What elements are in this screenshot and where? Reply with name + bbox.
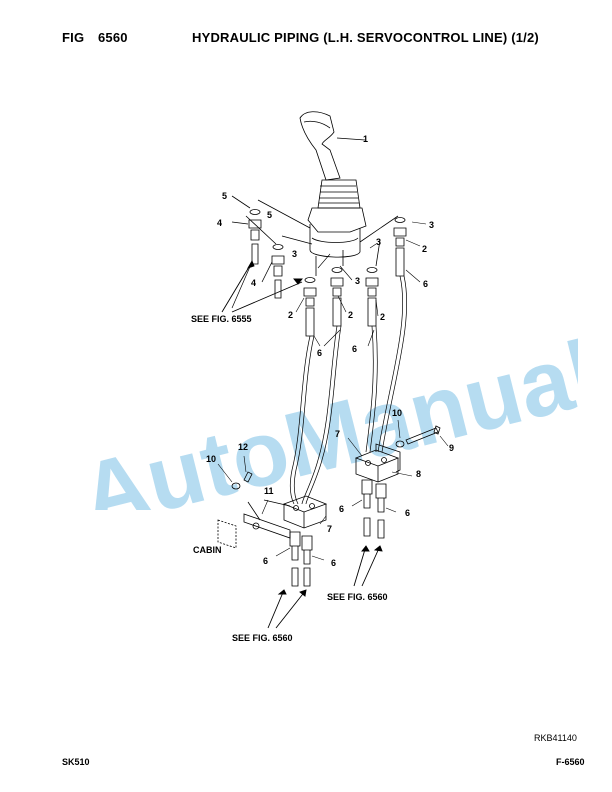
callout-5b: 5 [267,210,272,220]
callout-3d: 3 [355,276,360,286]
callout-2a: 2 [422,244,427,254]
callout-6g: 6 [331,558,336,568]
callout-9: 9 [449,443,454,453]
model-code: SK510 [62,757,90,767]
callout-10b: 10 [206,454,216,464]
callout-2c: 2 [348,310,353,320]
callout-10a: 10 [392,408,402,418]
cabin-label: CABIN [193,545,222,555]
callout-1: 1 [363,134,368,144]
callout-6d: 6 [339,504,344,514]
figure-title: HYDRAULIC PIPING (L.H. SERVOCONTROL LINE… [192,30,539,45]
reference-arrows [221,259,383,629]
callout-2b: 2 [288,310,293,320]
callout-8: 8 [416,469,421,479]
watermark: AutoManual [71,322,578,510]
left-fitting-group [248,199,313,299]
page-code: F-6560 [556,757,585,767]
callout-11: 11 [264,486,274,496]
callout-4b: 4 [251,278,256,288]
see-fig-6560-right[interactable]: SEE FIG. 6560 [327,592,388,602]
callout-6f: 6 [263,556,268,566]
callout-12: 12 [238,442,248,452]
callout-3c: 3 [292,249,297,259]
figure-number: 6560 [98,30,128,45]
callout-4a: 4 [217,218,222,228]
callout-7a: 7 [335,429,340,439]
callout-5a: 5 [222,191,227,201]
drawing-ref-code: RKB41140 [534,733,577,743]
hoses [289,275,408,505]
see-fig-6555[interactable]: SEE FIG. 6555 [191,314,252,324]
right-block [354,425,441,539]
callout-3a: 3 [429,220,434,230]
callout-6e: 6 [405,508,410,518]
callout-6a: 6 [423,279,428,289]
callout-6c: 6 [352,344,357,354]
callout-3b: 3 [376,237,381,247]
callout-2d: 2 [380,312,385,322]
center-fitting-group [303,215,407,337]
figure-label: FIG [62,30,85,45]
callout-6b: 6 [317,348,322,358]
leader-lines [217,221,449,561]
callout-7b: 7 [327,524,332,534]
callout-labels: 1 2 2 2 2 3 3 3 3 4 4 5 5 6 6 6 6 6 6 6 … [191,134,454,643]
joystick-lever [299,111,367,258]
see-fig-6560-bottom[interactable]: SEE FIG. 6560 [232,633,293,643]
left-block [217,471,328,587]
